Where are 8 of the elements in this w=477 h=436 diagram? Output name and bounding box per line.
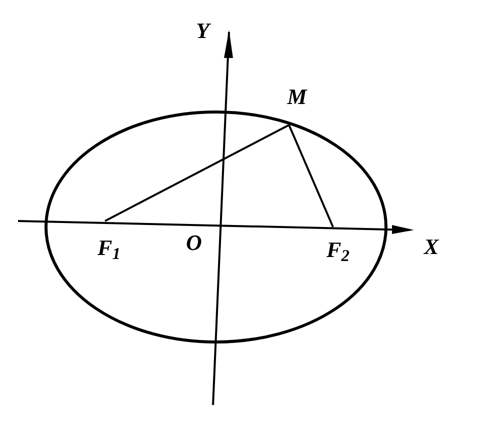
line-segment <box>288 124 334 228</box>
line-segment <box>104 124 290 222</box>
axis-label: X <box>424 236 439 258</box>
point-label: F$_{1}$ <box>98 237 120 259</box>
axis-label: O <box>186 232 202 254</box>
axis-label: Y <box>196 20 210 42</box>
point-label: M <box>287 86 307 108</box>
point-label: F$_{2}$ <box>326 239 350 261</box>
